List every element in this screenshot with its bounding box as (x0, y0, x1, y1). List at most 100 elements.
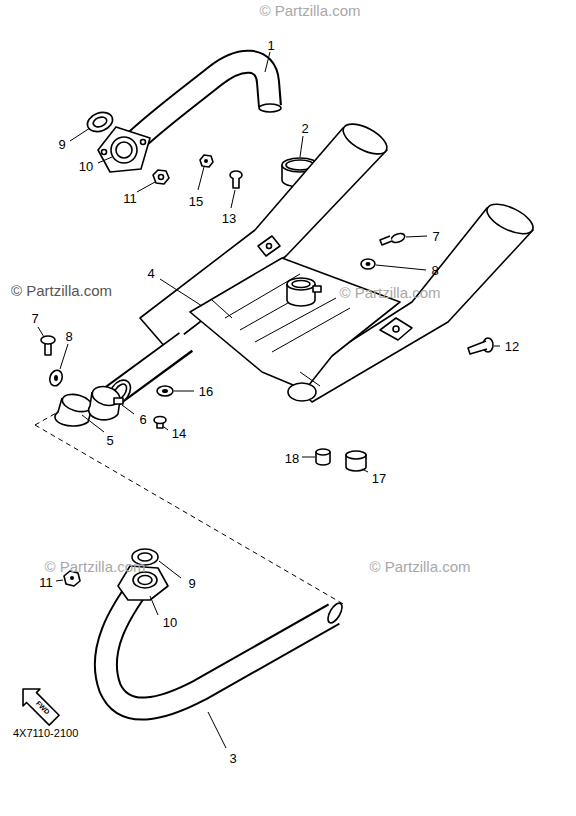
drawing-stroke (138, 576, 152, 585)
drawing-stroke (380, 318, 412, 340)
pipe-flange (98, 127, 150, 172)
drawing-stroke (200, 155, 213, 167)
callout-number: 9 (57, 137, 66, 152)
drawing-stroke (300, 136, 303, 157)
callout-number: 3 (228, 751, 237, 766)
drawing-stroke (82, 415, 104, 432)
callout-number: 10 (78, 159, 94, 174)
drawing-stroke (406, 236, 427, 237)
drawing-stroke (380, 236, 392, 245)
flange-nut (153, 170, 169, 184)
cap-nut (316, 449, 366, 471)
watermark: © Partzilla.com (43, 558, 146, 575)
drawing-stroke (346, 451, 366, 459)
drawing-stroke (164, 427, 168, 430)
drawing-stroke (130, 62, 270, 146)
muffler-assembly (105, 118, 537, 408)
drawing-stroke (494, 346, 500, 347)
callout-number: 17 (371, 471, 387, 486)
drawing-stroke (393, 326, 399, 332)
callout-number: 2 (300, 121, 309, 136)
drawing-stroke (70, 576, 74, 580)
drawing-stroke (265, 52, 270, 72)
drawing-stroke (325, 601, 345, 625)
drawing-stroke (130, 62, 270, 146)
callout-number: 11 (122, 191, 138, 206)
drawing-stroke (150, 596, 158, 615)
callout-number: 1 (266, 38, 275, 53)
forward-arrow (15, 681, 63, 729)
drawing-stroke (157, 386, 173, 396)
watermark: © Partzilla.com (10, 282, 113, 299)
drawing-stroke (41, 336, 55, 344)
drawing-stroke (60, 344, 68, 369)
drawing-stroke (288, 383, 316, 401)
drawing-stroke (390, 232, 406, 244)
drawing-stroke (302, 457, 315, 458)
drawing-stroke (122, 405, 134, 414)
callout-number: 4 (146, 266, 155, 281)
nut (200, 155, 213, 167)
drawing-stroke (366, 262, 371, 266)
drawing-stroke (231, 190, 235, 208)
drawing-stroke (267, 244, 272, 249)
callout-number: 16 (198, 384, 214, 399)
drawing-stroke (154, 417, 166, 424)
washer (48, 259, 375, 388)
diagram-code: 4X7110-2100 (12, 727, 79, 740)
pipe-clamp (89, 384, 123, 420)
assembly-line (35, 412, 345, 605)
bolt (154, 417, 166, 429)
drawing-stroke (208, 712, 226, 748)
drawing-stroke (111, 137, 137, 163)
drawing-stroke (98, 127, 150, 172)
callout-number: 14 (171, 426, 187, 441)
drawing-stroke (376, 265, 426, 270)
drawing-stroke (141, 140, 146, 145)
bolt (468, 338, 493, 354)
callout-number: 13 (221, 211, 237, 226)
callout-number: 15 (188, 194, 204, 209)
drawing-stroke (56, 580, 63, 581)
drawing-stroke (292, 281, 310, 288)
drawing-stroke (160, 279, 202, 306)
drawing-stroke (233, 178, 239, 188)
gasket-ring (55, 391, 94, 426)
callout-number: 12 (504, 339, 520, 354)
drawing-stroke (313, 286, 321, 292)
drawing-stroke (38, 327, 44, 337)
drawing-stroke (339, 118, 392, 160)
callout-number: 18 (284, 451, 300, 466)
callout-number: 9 (187, 576, 196, 591)
nut (157, 386, 173, 396)
drawing-stroke (106, 582, 336, 709)
callout-number: 8 (64, 329, 73, 344)
drawing-stroke (92, 115, 108, 128)
drawing-stroke (54, 375, 58, 381)
drawing-stroke (258, 236, 280, 256)
drawing-stroke (361, 259, 375, 269)
callout-number: 5 (105, 433, 114, 448)
drawing-stroke (137, 182, 155, 192)
drawing-stroke (204, 159, 208, 163)
drawing-stroke (190, 258, 400, 390)
drawing-stroke (70, 128, 90, 141)
drawing-stroke (483, 198, 538, 240)
callout-number: 11 (38, 575, 54, 590)
drawing-stroke (316, 449, 330, 455)
drawing-stroke (153, 170, 169, 184)
drawing-stroke (225, 274, 350, 352)
gasket (85, 109, 116, 135)
drawing-stroke (230, 171, 242, 179)
drawing-stroke (174, 391, 194, 392)
drawing-stroke (159, 175, 164, 180)
drawing-stroke (212, 300, 320, 386)
watermark: © Partzilla.com (368, 558, 471, 575)
drawing-stroke (159, 561, 181, 578)
leader-line (38, 52, 500, 748)
drawing-stroke (287, 278, 315, 290)
drawing-stroke (48, 368, 65, 387)
callout-number: 10 (162, 615, 178, 630)
exhaust-pipe (106, 582, 345, 709)
